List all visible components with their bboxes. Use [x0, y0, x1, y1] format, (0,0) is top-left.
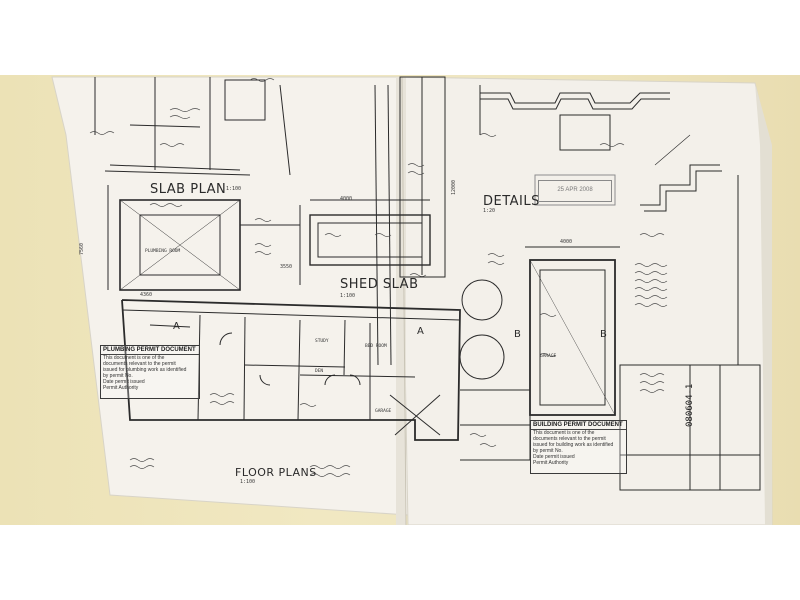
- room-label: DEN: [315, 369, 324, 374]
- floor-plans-scale: 1:100: [240, 479, 256, 485]
- dimension-label: 4360: [140, 292, 153, 298]
- room-label: GARAGE: [540, 354, 557, 359]
- wall-background: SLAB PLAN 1:100 SHED SLAB 1:100 DETAILS …: [0, 75, 800, 525]
- section-marker-a-right: A: [417, 326, 425, 337]
- floor-plans-title: FLOOR PLANS: [235, 466, 317, 479]
- plumbing-permit-line: Permit Authority: [103, 385, 139, 391]
- plumbing-permit-line: documents relevant to the permit: [103, 361, 176, 367]
- drawing-number: 080604-1: [685, 383, 695, 427]
- plumbing-permit-title: PLUMBING PERMIT DOCUMENT: [101, 346, 199, 355]
- plumbing-permit-line: by permit No.: [103, 373, 133, 379]
- room-label: PLUMBING ROOM: [145, 249, 181, 254]
- building-permit-box: BUILDING PERMIT DOCUMENT This document i…: [530, 420, 627, 474]
- details-scale: 1:20: [483, 208, 496, 214]
- dimension-label: 4000: [560, 239, 573, 245]
- room-label: STUDY: [315, 339, 329, 344]
- building-permit-line: Permit Authority: [533, 460, 569, 466]
- details-title: DETAILS: [483, 194, 540, 209]
- room-label: BED ROOM: [365, 344, 387, 349]
- section-marker-b-left: B: [514, 329, 522, 340]
- section-marker-a-left: A: [173, 321, 181, 332]
- dimension-label: 3550: [280, 264, 293, 270]
- plumbing-permit-line: This document is one of the: [103, 355, 165, 361]
- building-permit-line: documents relevant to the permit: [533, 436, 606, 442]
- building-permit-line: issued for building work as identified: [533, 442, 614, 448]
- stamp-date: 25 APR 2008: [557, 187, 593, 193]
- shed-slab-scale: 1:100: [340, 293, 356, 299]
- plumbing-permit-line: Date permit issued: [103, 379, 145, 385]
- shed-slab-title: SHED SLAB: [340, 277, 419, 292]
- building-permit-line: by permit No.: [533, 448, 563, 454]
- plumbing-permit-line: issued for plumbing work as identified: [103, 367, 187, 373]
- slab-plan-title: SLAB PLAN: [150, 182, 227, 197]
- section-marker-b-right: B: [600, 329, 608, 340]
- blueprint-sheet: [51, 76, 773, 525]
- plumbing-permit-box: PLUMBING PERMIT DOCUMENT This document i…: [100, 345, 200, 399]
- dimension-label: 12000: [451, 179, 457, 195]
- dimension-label: 7560: [79, 242, 85, 255]
- dimension-label: 4000: [340, 196, 353, 202]
- date-stamp: 25 APR 2008: [538, 180, 612, 202]
- slab-plan-scale: 1:100: [226, 186, 242, 192]
- building-permit-title: BUILDING PERMIT DOCUMENT: [531, 421, 626, 430]
- building-permit-line: This document is one of the: [533, 430, 595, 436]
- room-label: GARAGE: [375, 409, 392, 414]
- building-permit-line: Date permit issued: [533, 454, 575, 460]
